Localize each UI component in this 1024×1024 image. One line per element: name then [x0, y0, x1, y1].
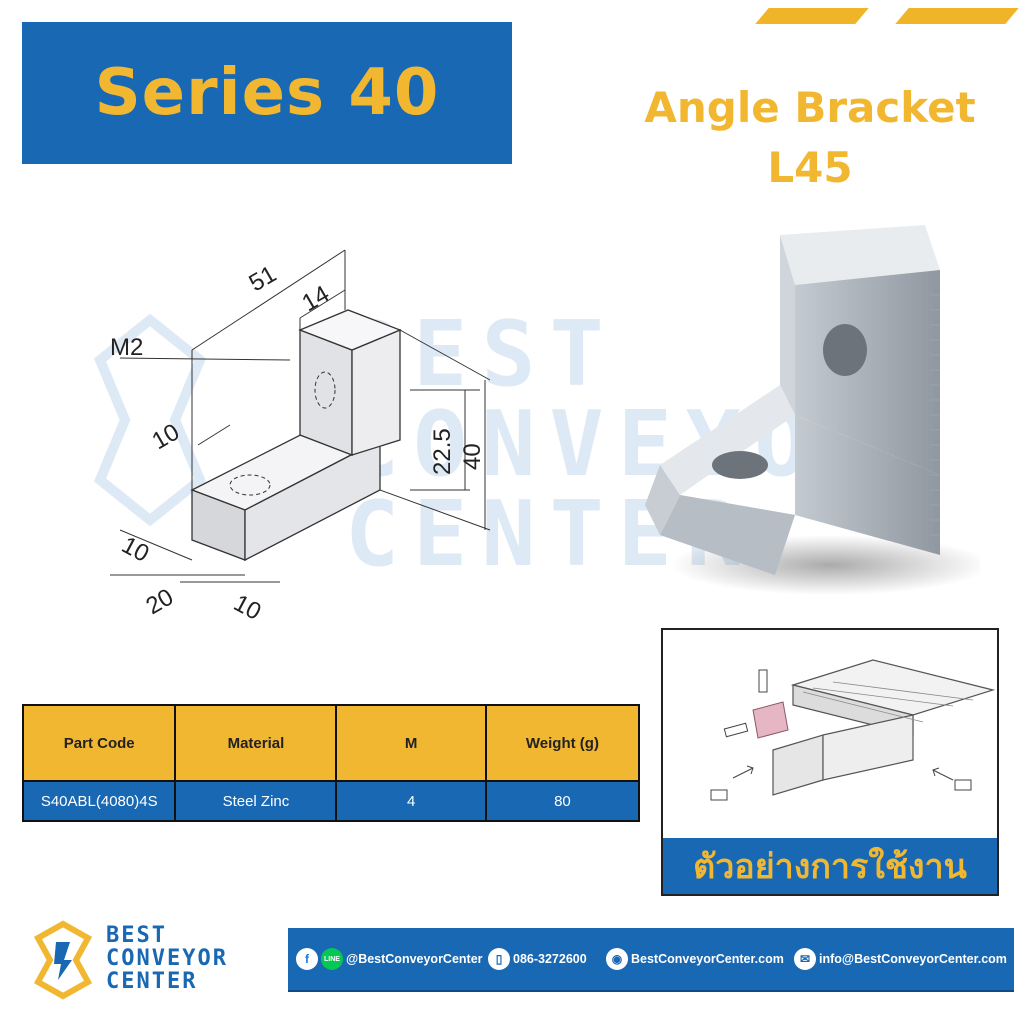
table-row: S40ABL(4080)4S Steel Zinc 4 80: [21, 780, 641, 822]
tnut-right: [954, 779, 972, 791]
phone-number: 086-3272600: [513, 952, 587, 966]
contact-bar: f LINE @BestConveyorCenter ▯ 086-3272600…: [288, 928, 1014, 990]
technical-drawing: 51 14 M2 10 22.5 40 10 20 10: [110, 249, 491, 626]
bolt-horizontal: [723, 722, 749, 738]
tnut-left: [710, 789, 728, 801]
website-url: BestConveyorCenter.com: [631, 952, 784, 966]
series-banner: Series 40: [22, 22, 512, 164]
logo-line1: BEST: [106, 923, 167, 948]
phone-icon: ▯: [488, 948, 510, 970]
header-m: M: [335, 704, 487, 782]
profile-vertical: [772, 734, 824, 796]
cell-part-code: S40ABL(4080)4S: [21, 780, 177, 822]
photo-base-front-face: [660, 495, 795, 575]
photo-base-top: [660, 385, 795, 495]
decor-stripe-2: [895, 8, 1019, 24]
dim-m2: M2: [110, 334, 143, 361]
upright-hole: [314, 371, 336, 409]
logo-line2: CONVEYOR: [106, 946, 228, 971]
cell-material: Steel Zinc: [174, 780, 338, 822]
product-photo: [645, 225, 980, 595]
contact-social[interactable]: f LINE @BestConveyorCenter: [296, 928, 483, 990]
product-title: Angle Bracket L45: [610, 78, 1010, 198]
cell-m: 4: [335, 780, 487, 822]
series-title: Series 40: [94, 56, 440, 130]
dim-22-5: 22.5: [429, 428, 456, 475]
dim-40: 40: [459, 443, 486, 470]
bolt-vertical: [758, 669, 768, 693]
decor-stripe-1: [755, 8, 869, 24]
logo-icon: [33, 920, 93, 1000]
line-icon: LINE: [321, 948, 343, 970]
base-hole: [229, 474, 271, 496]
upright-side-face: [351, 329, 401, 456]
dim-10-left: 10: [117, 531, 153, 567]
company-logo: BEST CONVEYOR CENTER: [28, 918, 288, 1002]
photo-base-side-2: [795, 415, 940, 555]
photo-base-hole: [712, 451, 768, 479]
usage-label: ตัวอย่างการใช้งาน: [663, 838, 997, 894]
bracket-highlight: [752, 701, 789, 739]
photo-upright-front: [780, 235, 795, 415]
header-part-code: Part Code: [21, 704, 177, 782]
photo-upright-side: [795, 270, 940, 475]
globe-icon: ◉: [606, 948, 628, 970]
mail-icon: ✉: [794, 948, 816, 970]
upright-front-face: [299, 329, 353, 456]
contact-website[interactable]: ◉ BestConveyorCenter.com: [606, 928, 784, 990]
spec-table: Part Code Material M Weight (g) S40ABL(4…: [21, 704, 641, 822]
dim-10-bottom: 10: [229, 589, 265, 625]
contact-email[interactable]: ✉ info@BestConveyorCenter.com: [794, 928, 1007, 990]
dim-10-top: 10: [148, 418, 185, 455]
logo-text: BEST CONVEYOR CENTER: [106, 924, 228, 993]
dim-20: 20: [142, 583, 179, 620]
usage-example: ตัวอย่างการใช้งาน: [661, 628, 999, 896]
usage-illustration: [710, 659, 996, 801]
contact-phone[interactable]: ▯ 086-3272600: [488, 928, 587, 990]
product-title-line1: Angle Bracket: [644, 83, 976, 132]
profile-cross: [822, 714, 914, 781]
logo-line3: CENTER: [106, 969, 198, 994]
photo-base-end: [645, 465, 680, 535]
dim-51: 51: [245, 260, 282, 297]
email-address: info@BestConveyorCenter.com: [819, 952, 1007, 966]
photo-upright-hole: [823, 324, 867, 376]
photo-upright-top: [780, 225, 940, 285]
facebook-icon: f: [296, 948, 318, 970]
header-weight: Weight (g): [484, 704, 641, 782]
product-title-line2: L45: [767, 143, 853, 192]
spec-table-header-row: Part Code Material M Weight (g): [21, 704, 641, 782]
dim-14: 14: [298, 280, 335, 317]
header-material: Material: [174, 704, 338, 782]
social-handle: @BestConveyorCenter: [346, 952, 483, 966]
cell-weight: 80: [484, 780, 641, 822]
